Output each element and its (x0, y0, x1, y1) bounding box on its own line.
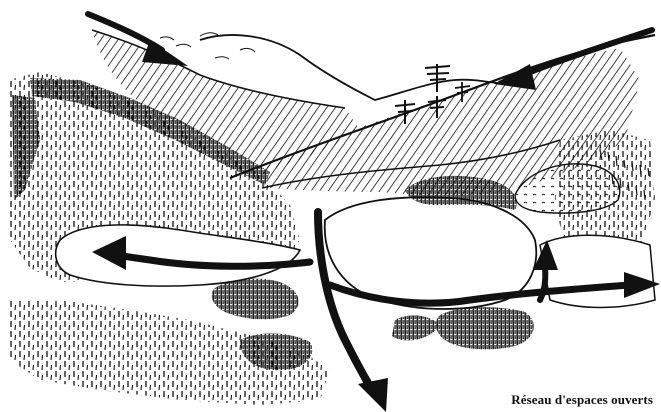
illustration-caption: Réseau d'espaces ouverts (511, 392, 653, 408)
clearing-east (540, 235, 655, 307)
